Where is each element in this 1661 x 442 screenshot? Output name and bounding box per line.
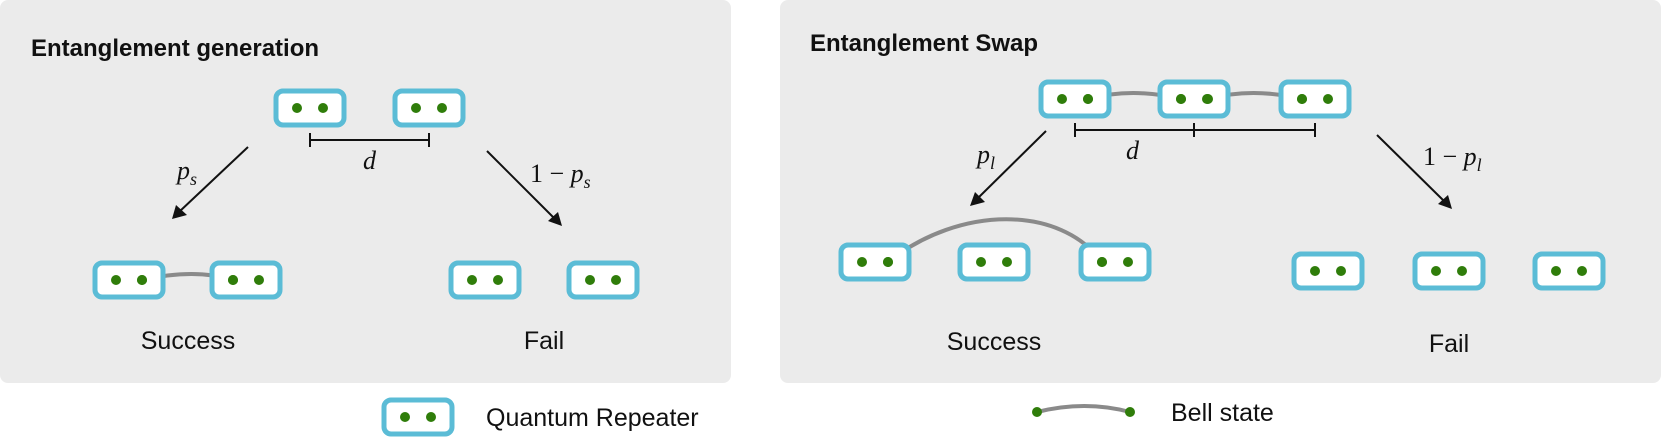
quantum-repeater [960,245,1028,279]
quantum-repeater [395,91,463,125]
quantum-repeater [95,263,163,297]
legend: Quantum Repeater Bell state [384,399,1274,434]
legend-bell-state-label: Bell state [1171,399,1274,427]
quantum-repeater [841,245,909,279]
legend-repeater-label: Quantum Repeater [486,404,699,432]
distance-bracket [309,133,430,147]
quantum-repeater [1081,245,1149,279]
fail-arrow [1376,134,1452,209]
distance-label: d [363,146,377,175]
quantum-repeater [1415,254,1483,288]
swap-panel: Entanglement Swap d pl 1 − pl [780,0,1661,383]
quantum-repeater [1535,254,1603,288]
distance-label: d [1126,136,1140,165]
generation-panel: Entanglement generation d ps 1 − ps Succ [0,0,731,383]
generation-panel-title: Entanglement generation [31,35,319,62]
fail-arrow [486,150,562,226]
legend-repeater-icon [384,400,452,434]
success-caption: Success [141,327,235,355]
fail-probability-label: 1 − pl [1423,142,1482,175]
success-probability-label: pl [975,140,995,173]
success-arrow [172,146,249,219]
fail-caption: Fail [524,327,564,355]
success-probability-label: ps [175,156,197,189]
quantum-repeater [276,91,344,125]
generation-panel-background [0,0,731,383]
quantum-repeater [1041,82,1109,116]
quantum-repeater [1160,82,1228,116]
distance-bracket [1074,123,1316,137]
quantum-repeater [1294,254,1362,288]
success-arrow [970,130,1047,206]
swap-panel-title: Entanglement Swap [810,30,1038,57]
swap-panel-background [780,0,1661,383]
quantum-repeater [569,263,637,297]
quantum-repeater [212,263,280,297]
quantum-repeater [1281,82,1349,116]
quantum-repeater [451,263,519,297]
legend-bell-state-icon [1032,404,1135,417]
fail-caption: Fail [1429,330,1469,358]
bell-state-link [886,217,1104,264]
success-caption: Success [947,328,1041,356]
fail-probability-label: 1 − ps [530,159,591,192]
